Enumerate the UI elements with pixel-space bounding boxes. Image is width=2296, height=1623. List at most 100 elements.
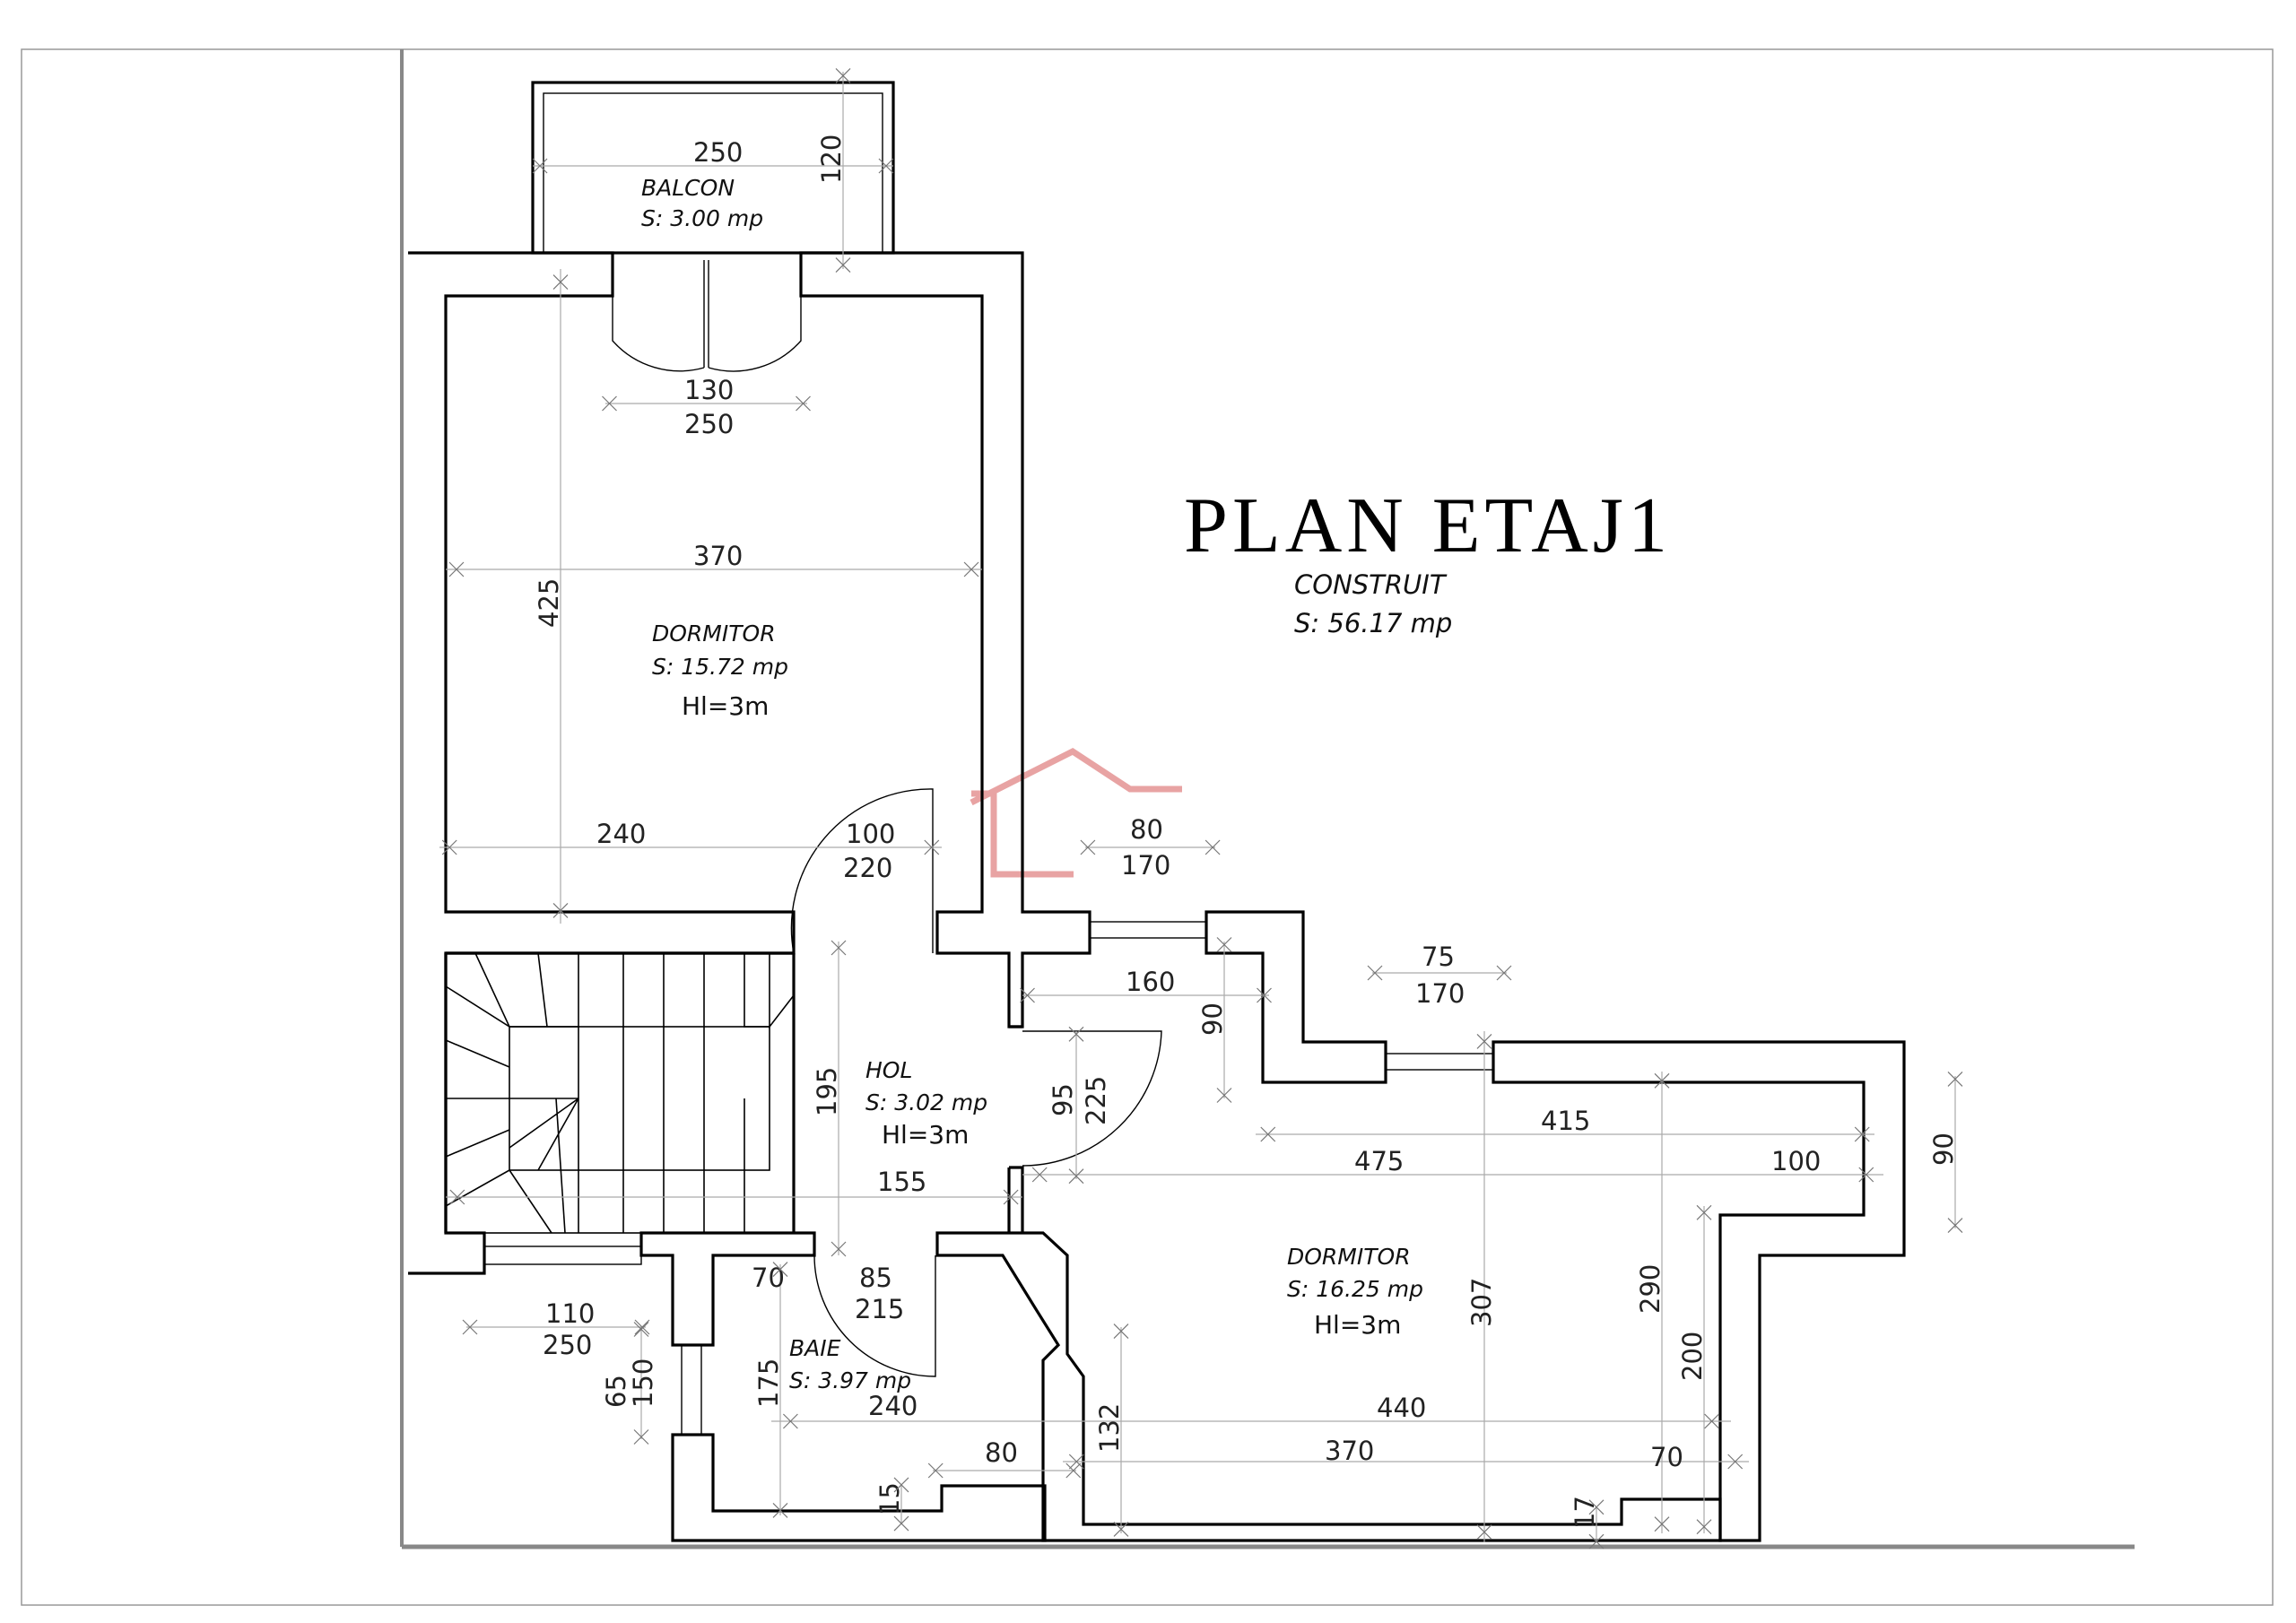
dimension-label: 70 — [752, 1263, 785, 1293]
dimension-tick — [924, 839, 940, 855]
dimension-tick — [1080, 839, 1096, 855]
dimension-tick — [1113, 1521, 1129, 1537]
dimension-tick — [1020, 987, 1035, 1003]
dimension-tick — [449, 1189, 465, 1205]
dimension-labels: 250 120 130 250 370 425 240 100 220 80 1… — [534, 135, 1959, 1529]
dimension-label: 307 — [1466, 1278, 1497, 1327]
dimension-label: 175 — [753, 1358, 784, 1408]
dimension-label: 240 — [868, 1391, 918, 1421]
dimension-tick — [1068, 1454, 1084, 1470]
dimension-label: 15 — [874, 1482, 905, 1515]
north-wall — [408, 251, 796, 1275]
dimension-tick — [1654, 1072, 1670, 1089]
balcony-railing — [543, 92, 883, 254]
dimension-tick — [532, 158, 548, 174]
dimension-label: 70 — [1650, 1442, 1683, 1472]
dimension-label: 425 — [534, 578, 564, 628]
dimension-label: 155 — [877, 1167, 926, 1197]
dimension-tick — [552, 902, 569, 918]
window-stair — [483, 1245, 642, 1265]
dimension-label: 95 — [1048, 1083, 1078, 1116]
dimension-tick — [1727, 1454, 1744, 1470]
dimension-label: 85 — [859, 1263, 892, 1293]
dimension-label: 370 — [693, 541, 743, 571]
dimension-label: 240 — [596, 819, 646, 849]
dimension-tick — [963, 561, 979, 577]
dimension-label: 17 — [1570, 1496, 1600, 1529]
dimension-tick — [1260, 1126, 1276, 1142]
plan-title: PLAN ETAJ1 — [1184, 482, 1672, 569]
dimension-tick — [927, 1462, 944, 1479]
bedroom1-door — [790, 788, 934, 954]
dimension-tick — [835, 67, 851, 83]
dimension-label: 475 — [1354, 1146, 1404, 1176]
bedroom2-north — [1205, 910, 1387, 1084]
room-name: BALCON — [641, 175, 735, 201]
dimension-label: 90 — [1928, 1133, 1959, 1166]
room-height: Hl=3m — [1314, 1310, 1401, 1340]
dimension-label: 120 — [816, 135, 847, 184]
dimension-label: 80 — [1130, 814, 1163, 845]
room-area: S: 3.97 mp — [789, 1367, 911, 1393]
dimension-tick — [552, 274, 569, 291]
dimension-label: 65 — [601, 1375, 631, 1408]
dimension-tick — [772, 1262, 788, 1278]
dimension-label: 250 — [693, 137, 743, 168]
bedroom2-south — [935, 1167, 1722, 1542]
dimension-tick — [1588, 1499, 1605, 1515]
dimension-label: 130 — [684, 375, 734, 405]
dimension-label: 415 — [1541, 1106, 1590, 1136]
dimension-tick — [1704, 1413, 1720, 1429]
dimension-tick — [448, 561, 465, 577]
dimension-label: 75 — [1422, 942, 1455, 972]
room-area: S: 3.00 mp — [641, 205, 763, 231]
dimension-tick — [835, 257, 851, 273]
balcony-door — [612, 260, 802, 372]
dimension-tick — [441, 839, 457, 855]
room-height: Hl=3m — [682, 691, 769, 721]
dimension-label: 440 — [1377, 1393, 1426, 1423]
dimension-label: 90 — [1197, 1002, 1228, 1036]
window-bath — [681, 1344, 702, 1436]
dimension-tick — [1696, 1519, 1712, 1535]
bath-wall — [639, 1231, 816, 1347]
dimension-label: 160 — [1126, 967, 1175, 997]
room-name: DORMITOR — [1287, 1244, 1411, 1270]
dimension-tick — [1947, 1071, 1963, 1087]
north-wall-right — [799, 251, 1091, 1028]
built-area: S: 56.17 mp — [1294, 608, 1452, 638]
dimension-tick — [1476, 1524, 1492, 1541]
dimension-tick — [1858, 1167, 1874, 1183]
dimension-label: 220 — [843, 853, 892, 883]
dimension-tick — [1216, 1088, 1232, 1103]
dimension-tick — [1068, 1168, 1084, 1185]
dimension-label: 170 — [1415, 978, 1465, 1009]
dimension-tick — [462, 1319, 478, 1335]
dimension-tick — [1205, 839, 1221, 855]
dimension-label: 150 — [628, 1358, 658, 1408]
room-name: BAIE — [789, 1335, 841, 1361]
sheet-border — [21, 48, 2274, 1606]
dimension-tick — [1696, 1204, 1712, 1220]
dimension-label: 250 — [684, 409, 734, 439]
dimension-tick — [893, 1477, 909, 1493]
room-area: S: 15.72 mp — [652, 654, 788, 680]
dimension-tick — [796, 395, 811, 412]
dimension-tick — [1854, 1126, 1870, 1142]
dimension-tick — [831, 1241, 847, 1257]
dimension-label: 110 — [545, 1298, 595, 1329]
dimension-tick — [1216, 937, 1232, 952]
dimension-tick — [1257, 987, 1272, 1003]
bath-door — [813, 1254, 936, 1377]
dimension-tick — [1003, 1189, 1019, 1205]
hall-east — [1009, 1025, 1024, 1233]
dimension-tick — [893, 1515, 909, 1532]
dimension-tick — [1654, 1516, 1670, 1532]
staircase — [445, 952, 795, 1234]
room-area: S: 3.02 mp — [865, 1089, 987, 1115]
dimension-tick — [1947, 1218, 1963, 1234]
dimension-label: 195 — [812, 1067, 842, 1116]
room-labels: BALCON S: 3.00 mp DORMITOR S: 15.72 mp H… — [641, 175, 1423, 1393]
window-bedroom2 — [1385, 1053, 1494, 1071]
dimension-tick — [1476, 1033, 1492, 1049]
